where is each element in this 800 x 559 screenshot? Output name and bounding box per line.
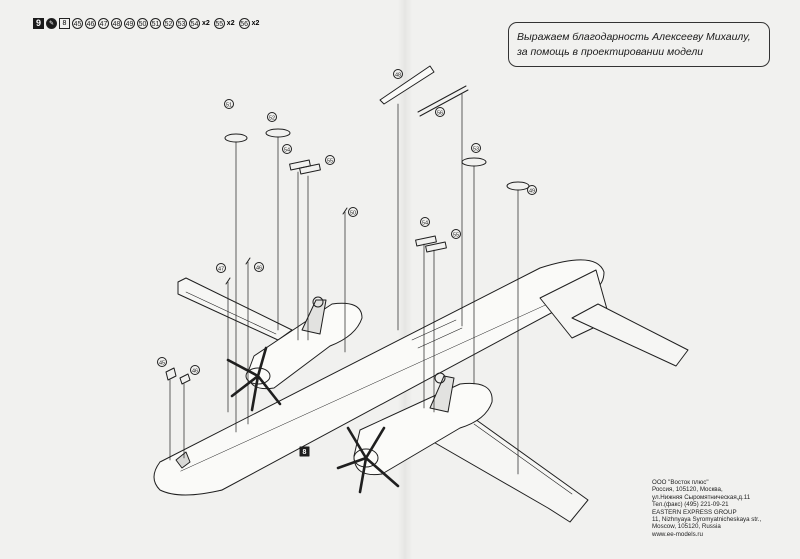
part-chip: 52 <box>163 18 174 29</box>
note-line: за помощь в проектировании модели <box>517 46 704 58</box>
callout-label: 54 <box>422 221 428 227</box>
part-50-rod <box>342 207 348 215</box>
part-chip: 51 <box>150 18 161 29</box>
callout-45: 45 <box>157 357 167 367</box>
part-47-rod <box>225 277 231 285</box>
callout-label: 56 <box>437 111 443 117</box>
company-line: 11, Nizhnyaya Syromyatnicheskaya str., <box>652 516 762 524</box>
part-54b <box>415 235 437 247</box>
glue-icon: ✎ <box>46 18 57 29</box>
callout-52: 52 <box>267 112 277 122</box>
company-line: ул.Нижняя Сыромятническая,д.11 <box>652 493 751 501</box>
right-propeller <box>336 426 400 494</box>
part-multiplier: x2 <box>251 20 260 27</box>
left-engine-nacelle <box>247 302 363 390</box>
callout-48: 48 <box>393 69 403 79</box>
callout-label: 52 <box>269 116 275 122</box>
callout-55b: 55 <box>451 229 461 239</box>
part-chip: 54 <box>189 18 200 29</box>
callout-50: 50 <box>348 207 358 217</box>
part-53 <box>461 157 487 167</box>
company-line: ООО "Восток плюс" <box>652 479 709 486</box>
step-number: 9 <box>33 18 44 29</box>
fuselage-centerline <box>169 281 597 477</box>
part-51 <box>224 133 248 143</box>
left-wing-trailing-edge <box>185 291 277 335</box>
part-52 <box>265 128 291 138</box>
part-chip: 48 <box>111 18 122 29</box>
company-line: Moscow, 105120, Russia <box>652 523 721 531</box>
company-info: ООО "Восток плюс" Россия, 105120, Москва… <box>652 479 761 538</box>
callout-label: 53 <box>473 147 479 153</box>
callout-47: 47 <box>216 263 226 273</box>
left-gear-wheel <box>312 296 324 308</box>
part-46-block <box>179 373 191 385</box>
right-engine-nacelle <box>353 382 493 476</box>
part-chip: 50 <box>137 18 148 29</box>
nose-gear <box>175 451 191 469</box>
callout-54b: 54 <box>420 217 430 227</box>
callout-56: 56 <box>435 107 445 117</box>
callout-53: 53 <box>471 143 481 153</box>
callout-label: 50 <box>350 211 356 217</box>
callout-label: 47 <box>218 267 224 273</box>
part-multiplier: x2 <box>226 20 235 27</box>
callout-label: 46 <box>256 266 262 272</box>
fuselage-panel-line <box>417 327 463 349</box>
nose <box>153 461 223 496</box>
right-gear-wheel <box>434 372 446 384</box>
acknowledgement-note: Выражаем благодарность Алексееву Михаилу… <box>508 22 770 67</box>
company-line: www.ee-models.ru <box>652 530 703 538</box>
part-chip: 49 <box>124 18 135 29</box>
callout-label: 54 <box>284 148 290 154</box>
part-56-strip <box>417 85 469 117</box>
callout-label: 45 <box>159 361 165 367</box>
part-chip: 8 <box>59 18 70 29</box>
part-chip: 55 <box>213 18 225 29</box>
callout-label: 48 <box>395 73 401 79</box>
company-line: Тел.(факс) (495) 221-09-21 <box>652 501 729 509</box>
part-chip: 56 <box>238 18 250 29</box>
part-55 <box>299 163 321 175</box>
part-chip: 45 <box>72 18 83 29</box>
horizontal-stabilizer <box>571 303 689 367</box>
part-55b <box>425 241 447 253</box>
leader-lines <box>169 93 519 475</box>
callout-label: 51 <box>226 103 232 109</box>
part-chip: 47 <box>98 18 109 29</box>
company-line: Россия, 105120, Москва, <box>652 486 723 494</box>
right-wing-flap-line <box>473 423 573 495</box>
right-main-gear <box>429 375 455 413</box>
body-part-label: 8 <box>303 449 307 456</box>
part-multiplier: x2 <box>202 20 210 27</box>
company-line: EASTERN EXPRESS GROUP <box>652 508 737 516</box>
step-parts-row: 9 ✎ 8 45 46 47 48 49 50 51 52 53 54 x2 5… <box>33 18 261 29</box>
callout-51: 51 <box>224 99 234 109</box>
part-49 <box>506 181 530 191</box>
part-56 <box>379 65 435 105</box>
part-45-block <box>165 367 177 381</box>
note-line: Выражаем благодарность Алексееву Михаилу… <box>517 31 751 43</box>
callout-49: 49 <box>527 185 537 195</box>
left-wing <box>177 277 293 341</box>
callout-label: 55 <box>453 233 459 239</box>
part-chip: 53 <box>176 18 187 29</box>
callout-54a: 54 <box>282 144 292 154</box>
callout-label: 49 <box>529 189 535 195</box>
callout-46: 46 <box>254 262 264 272</box>
part-chip: 46 <box>85 18 96 29</box>
part-48-rod <box>245 257 251 265</box>
callout-label: 55 <box>327 159 333 165</box>
callout-label: 46 <box>192 369 198 375</box>
callout-55a: 55 <box>325 155 335 165</box>
callout-46b: 46 <box>190 365 200 375</box>
left-propeller <box>226 346 282 412</box>
body-part-box <box>299 446 310 457</box>
